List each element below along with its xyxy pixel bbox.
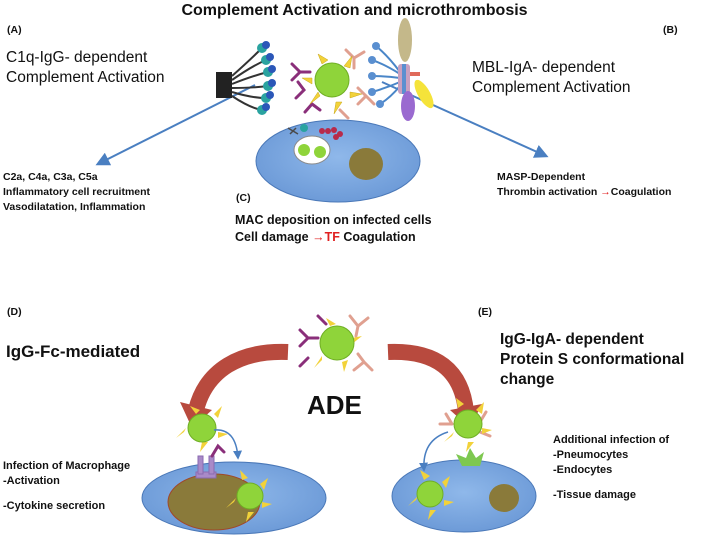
red-arrow-icon: → <box>312 230 325 244</box>
panel-a-letter: (A) <box>7 24 22 36</box>
panel-e-target-cell <box>391 398 537 533</box>
panel-e-heading-line-3: change <box>500 371 555 388</box>
panel-d-note-1: Infection of Macrophage <box>3 460 131 472</box>
panel-d-note-3: -Cytokine secretion <box>3 500 106 512</box>
ade-label: ADE <box>307 390 362 420</box>
panel-e-note-2: -Pneumocytes <box>553 449 629 461</box>
panel-e-note-4: -Tissue damage <box>553 489 636 501</box>
panel-c-line-2-text: Cell damage <box>235 230 313 244</box>
panel-a-effect-2: Inflammatory cell recruitment <box>3 186 151 198</box>
panel-b-heading: MBL-IgA- dependent Complement Activation <box>472 58 631 98</box>
panel-d-letter: (D) <box>7 306 22 318</box>
panel-d-heading: IgG-Fc-mediated <box>6 342 141 361</box>
panel-e-notes: Additional infection of -Pneumocytes -En… <box>553 433 669 503</box>
panel-b-heading-line-2: Complement Activation <box>472 79 631 96</box>
panel-c-line-1: MAC deposition on infected cells <box>235 213 432 227</box>
virus-with-antibodies-center <box>298 314 374 372</box>
panel-a-heading-line-2: Complement Activation <box>6 69 165 86</box>
curved-arrow-right <box>387 343 474 414</box>
panel-a-effects: C2a, C4a, C3a, C5a Inflammatory cell rec… <box>3 170 150 215</box>
panel-c-letter: (C) <box>236 192 251 204</box>
panel-b-effect-2: Thrombin activation →Coagulation <box>497 185 671 200</box>
panel-c-line-2-result: Coagulation <box>339 230 416 244</box>
panel-b-heading-line-1: MBL-IgA- dependent <box>472 59 616 76</box>
panel-b-effect-2-result: Coagulation <box>610 186 672 198</box>
panel-b-effect-1: MASP-Dependent <box>497 171 586 183</box>
panel-a-heading-line-1: C1q-IgG- dependent <box>6 49 148 66</box>
panel-e-heading-line-2: Protein S conformational <box>500 351 685 368</box>
mbl-masp-complex-icon <box>368 18 434 121</box>
panel-d-note-2: -Activation <box>3 475 60 487</box>
panel-e-heading-line-1: IgG-IgA- dependent <box>500 331 644 348</box>
tissue-factor-label: TF <box>324 230 340 244</box>
panel-c-infected-cell <box>255 119 421 203</box>
c1q-complex-icon <box>216 41 276 115</box>
panel-a-effect-3: Vasodilatation, Inflammation <box>3 201 146 213</box>
panel-c-text: MAC deposition on infected cells Cell da… <box>235 212 432 246</box>
panel-c-line-2: Cell damage →TF Coagulation <box>235 229 432 246</box>
red-arrow-icon: → <box>600 186 611 198</box>
virus-with-antibodies-top <box>290 48 376 120</box>
panel-d-notes: Infection of Macrophage -Activation -Cyt… <box>3 459 130 514</box>
panel-b-letter: (B) <box>663 24 678 36</box>
figure-title: Complement Activation and microthrombosi… <box>181 2 528 19</box>
panel-e-note-3: -Endocytes <box>553 464 613 476</box>
panel-a-heading: C1q-IgG- dependent Complement Activation <box>6 48 165 88</box>
panel-b-effects: MASP-Dependent Thrombin activation →Coag… <box>497 170 671 200</box>
curved-arrow-left <box>188 343 289 413</box>
panel-e-heading: IgG-IgA- dependent Protein S conformatio… <box>500 330 684 390</box>
panel-d-macrophage-cell <box>141 406 327 535</box>
panel-e-letter: (E) <box>478 306 492 318</box>
panel-e-note-1: Additional infection of <box>553 434 670 446</box>
arrow-to-panel-a-effects <box>95 84 256 166</box>
panel-a-effect-1: C2a, C4a, C3a, C5a <box>3 171 98 183</box>
panel-b-effect-2-text: Thrombin activation <box>497 186 601 198</box>
